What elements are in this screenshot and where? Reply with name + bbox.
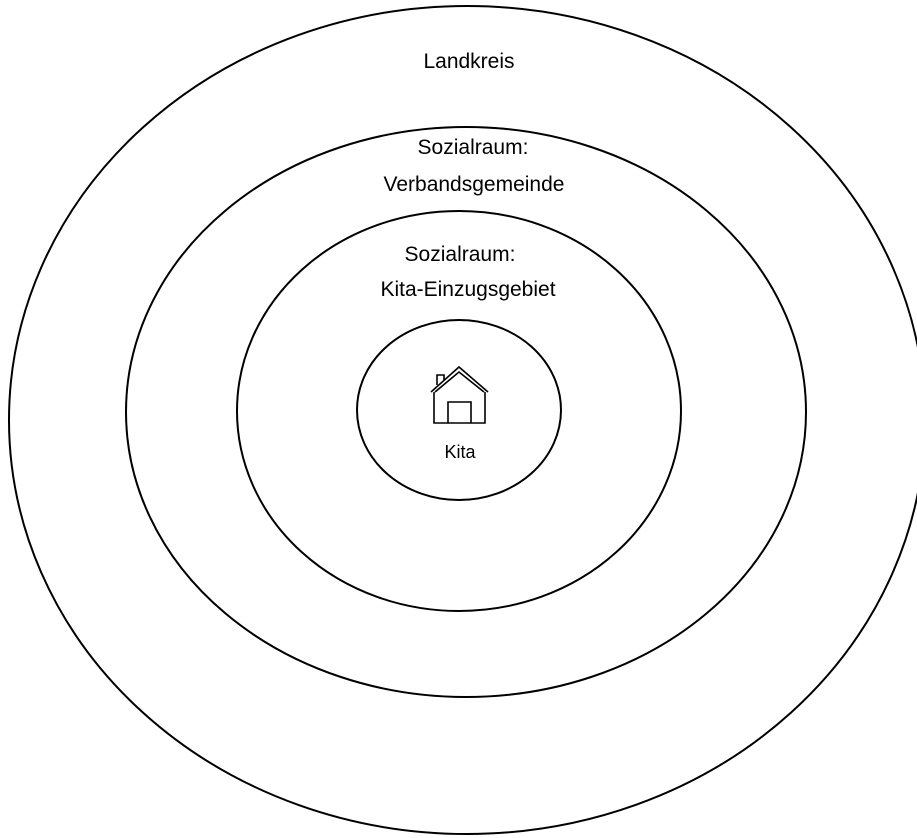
ring-landkreis-ellipse — [8, 5, 917, 835]
ring-kita: Kita — [356, 319, 562, 501]
ring-einzugsgebiet-label-line2: Kita-Einzugsgebiet — [380, 278, 555, 301]
ring-verbandsgemeinde: Sozialraum: Verbandsgemeinde — [125, 126, 807, 698]
ring-landkreis: Landkreis — [8, 5, 917, 835]
ring-verbandsgemeinde-ellipse — [125, 126, 807, 698]
ring-einzugsgebiet: Sozialraum: Kita-Einzugsgebiet — [236, 210, 682, 612]
ring-einzugsgebiet-ellipse — [236, 210, 682, 612]
house-icon — [430, 365, 489, 424]
ring-landkreis-label: Landkreis — [423, 50, 514, 73]
ring-kita-label: Kita — [444, 442, 476, 462]
ring-verbandsgemeinde-label-line2: Verbandsgemeinde — [384, 173, 565, 196]
ring-kita-ellipse — [356, 319, 562, 501]
ring-verbandsgemeinde-label-line1: Sozialraum: — [418, 136, 529, 159]
ring-einzugsgebiet-label-line1: Sozialraum: — [405, 243, 516, 266]
